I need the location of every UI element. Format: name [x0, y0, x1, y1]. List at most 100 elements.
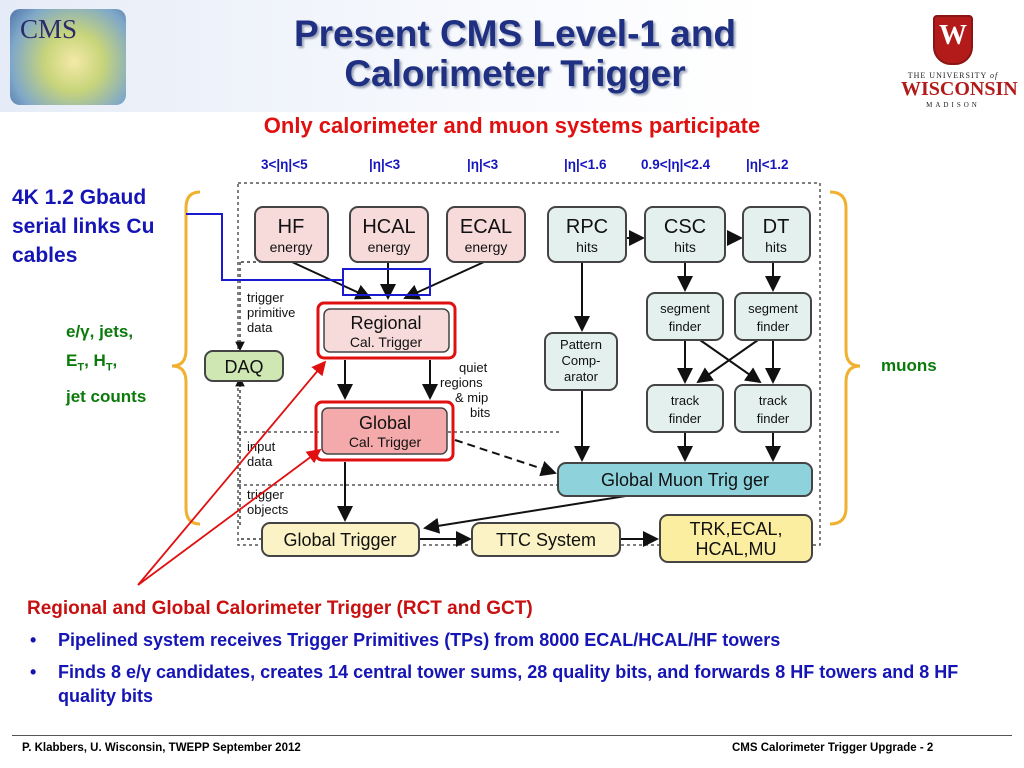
dt-box: DT hits: [742, 206, 811, 263]
svg-text:HF: HF: [278, 216, 305, 238]
segment-finder-2-box: segment finder: [734, 292, 812, 341]
trigger-primitive-data-label: trigger primitive data: [247, 290, 295, 335]
bullet-item: • Pipelined system receives Trigger Prim…: [30, 630, 781, 650]
svg-text:TRK,ECAL,: TRK,ECAL,: [689, 519, 782, 539]
cms-logo-text: CMS: [20, 14, 78, 44]
rct-gct-heading: Regional and Global Calorimeter Trigger …: [27, 598, 533, 619]
hcal-box: HCAL energy: [349, 206, 429, 263]
left-brace: [171, 190, 201, 526]
red-pointer-rct: [137, 360, 327, 586]
eta-label-hcal: |η|<3: [369, 157, 401, 172]
svg-text:hits: hits: [674, 239, 696, 255]
svg-text:HCAL,MU: HCAL,MU: [695, 539, 776, 559]
muons-label: muons: [881, 356, 937, 375]
bullet-glyph: •: [30, 630, 37, 650]
ecal-box: ECAL energy: [446, 206, 526, 263]
daq-box: DAQ: [204, 350, 284, 382]
svg-text:CSC: CSC: [664, 216, 706, 238]
footer-page-info: CMS Calorimeter Trigger Upgrade - 2: [732, 742, 934, 754]
svg-text:Global Trigger: Global Trigger: [283, 530, 396, 550]
csc-box: CSC hits: [644, 206, 726, 263]
svg-text:finder: finder: [669, 319, 702, 334]
arrow-gmt-gt: [423, 494, 633, 534]
page-title: Present CMS Level-1 and Calorimeter Trig…: [210, 14, 820, 94]
header-band: [0, 0, 1024, 112]
subtitle: Only calorimeter and muon systems partic…: [263, 113, 761, 138]
svg-text:Cal. Trigger: Cal. Trigger: [350, 334, 423, 350]
track-finder-2-box: track finder: [734, 384, 812, 433]
arrow-gct-gmt: [454, 439, 557, 477]
svg-text:track: track: [759, 393, 788, 408]
svg-text:Regional: Regional: [350, 313, 421, 333]
trk-ecal-hcal-mu-box: TRK,ECAL, HCAL,MU: [659, 514, 813, 563]
svg-text:HCAL: HCAL: [362, 216, 415, 238]
svg-text:DT: DT: [763, 216, 790, 238]
eta-label-hf: 3<|η|<5: [261, 157, 308, 172]
svg-text:quiet: quiet: [459, 360, 488, 375]
svg-text:finder: finder: [669, 411, 702, 426]
svg-text:track: track: [671, 393, 700, 408]
svg-text:hits: hits: [765, 239, 787, 255]
rct-box: Regional Cal. Trigger: [316, 301, 457, 360]
svg-text:segment: segment: [660, 301, 710, 316]
eta-label-ecal: |η|<3: [467, 157, 499, 172]
svg-text:Cal. Trigger: Cal. Trigger: [349, 434, 422, 450]
bullet-list: • Pipelined system receives Trigger Prim…: [28, 628, 998, 716]
uw-crest-icon: [933, 15, 973, 65]
footer-author: P. Klabbers, U. Wisconsin, TWEPP Septemb…: [22, 742, 301, 754]
svg-text:primitive: primitive: [247, 305, 295, 320]
segment-finder-1-box: segment finder: [646, 292, 724, 341]
svg-text:Pattern: Pattern: [560, 337, 602, 352]
arrow-ecal-rct: [403, 261, 485, 300]
bullet-item: • Finds 8 e/γ candidates, creates 14 cen…: [30, 662, 959, 706]
red-pointer-gct: [137, 448, 322, 586]
svg-text:ECAL: ECAL: [460, 216, 512, 238]
input-data-label: input data: [247, 439, 276, 469]
svg-text:TTC System: TTC System: [496, 530, 596, 550]
svg-text:RPC: RPC: [566, 216, 608, 238]
uw-crest-letter: W: [939, 20, 967, 51]
svg-text:data: data: [247, 454, 273, 469]
gct-box: Global Cal. Trigger: [314, 400, 455, 462]
calo-outputs-annotation: e/γ, jets, ET, HT, jet counts: [66, 322, 147, 407]
footer-divider: [12, 735, 1012, 736]
svg-text:objects: objects: [247, 502, 289, 517]
svg-text:regions: regions: [440, 375, 483, 390]
svg-text:energy: energy: [465, 239, 508, 255]
svg-text:energy: energy: [368, 239, 411, 255]
uw-logo-the-university: THE UNIVERSITY of: [907, 71, 999, 80]
ttc-system-box: TTC System: [471, 522, 621, 557]
bullet-glyph: •: [30, 662, 37, 682]
eta-label-dt: |η|<1.2: [746, 157, 789, 172]
uw-logo-wisconsin: WISCONSIN: [901, 78, 1018, 100]
svg-text:bits: bits: [470, 405, 491, 420]
right-brace: [829, 190, 861, 526]
svg-text:energy: energy: [270, 239, 313, 255]
arrow-seg1-track2: [699, 339, 762, 384]
cable-highlight-box: [342, 268, 431, 296]
svg-text:Global Muon Trig ger: Global Muon Trig ger: [601, 470, 769, 490]
global-muon-trigger-box: Global Muon Trig ger: [557, 462, 813, 497]
svg-text:hits: hits: [576, 239, 598, 255]
svg-text:DAQ: DAQ: [224, 357, 263, 377]
hf-box: HF energy: [254, 206, 329, 263]
quiet-regions-label: quiet regions & mip bits: [440, 360, 491, 420]
eta-label-rpc: |η|<1.6: [564, 157, 607, 172]
trigger-objects-label: trigger objects: [247, 487, 289, 517]
svg-text:input: input: [247, 439, 276, 454]
eta-label-csc: 0.9<|η|<2.4: [641, 157, 711, 172]
svg-text:data: data: [247, 320, 273, 335]
svg-text:Global: Global: [359, 413, 411, 433]
serial-links-annotation: 4K 1.2 Gbaud serial links Cu cables: [12, 186, 155, 267]
cms-logo: [10, 9, 126, 105]
rpc-box: RPC hits: [547, 206, 627, 263]
title-line-1: Present CMS Level-1 and: [293, 13, 737, 54]
svg-text:Comp-: Comp-: [561, 353, 600, 368]
svg-text:finder: finder: [757, 411, 790, 426]
uw-logo-madison: MADISON: [926, 101, 980, 109]
track-finder-1-box: track finder: [646, 384, 724, 433]
svg-text:arator: arator: [564, 369, 599, 384]
svg-text:segment: segment: [748, 301, 798, 316]
arrow-seg2-track1: [696, 339, 759, 384]
